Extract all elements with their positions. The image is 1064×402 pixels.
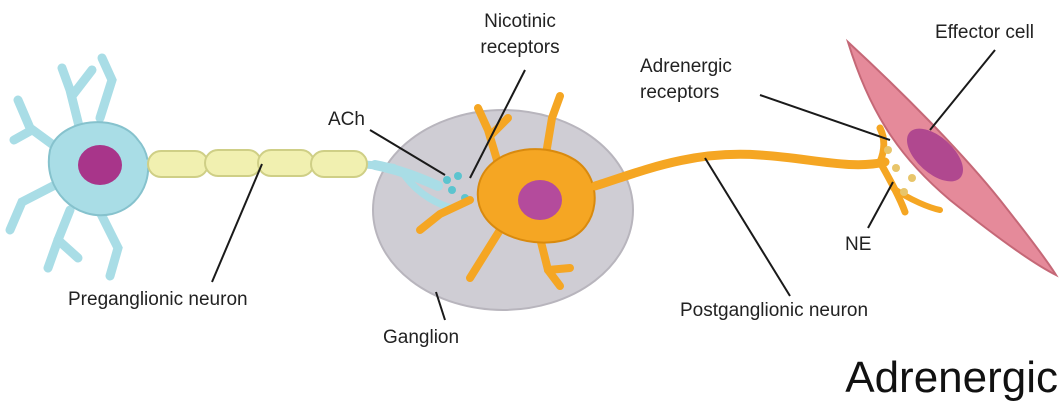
caption-adrenergic: Adrenergic	[845, 353, 1058, 402]
label-ne: NE	[845, 234, 871, 255]
postganglionic-nucleus	[518, 180, 562, 220]
leader-ne	[868, 182, 893, 228]
leader-preganglionic	[212, 164, 262, 282]
label-ganglion: Ganglion	[383, 327, 459, 348]
leader-effector	[930, 50, 995, 130]
label-nicotinic-line1: Nicotinic	[484, 11, 556, 32]
leader-postganglionic	[705, 158, 790, 296]
label-adrenergic-receptors-line1: Adrenergic	[640, 56, 732, 77]
preganglionic-nucleus	[78, 145, 122, 185]
label-ach: ACh	[328, 109, 365, 130]
label-nicotinic-line2: receptors	[480, 37, 559, 58]
label-effector-cell: Effector cell	[935, 22, 1034, 43]
label-preganglionic-neuron: Preganglionic neuron	[68, 289, 248, 310]
label-postganglionic-neuron: Postganglionic neuron	[680, 300, 868, 321]
label-adrenergic-receptors-line2: receptors	[640, 82, 719, 103]
